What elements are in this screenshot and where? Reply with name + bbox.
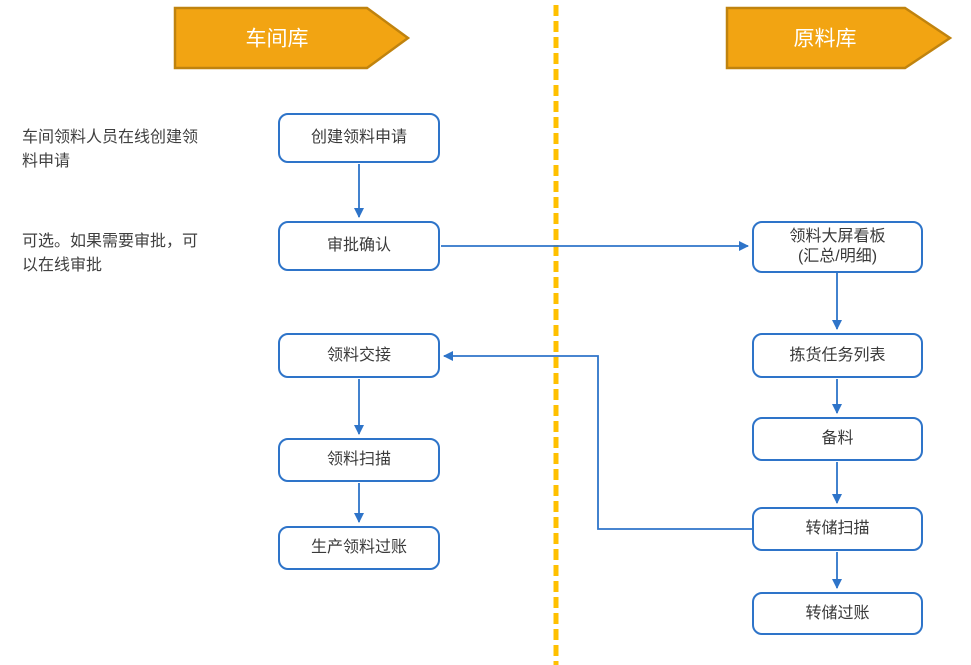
node-transfer-posting: 转储过账 [752,592,923,635]
lane-header-workshop-label: 车间库 [246,28,309,51]
annotation-optional-approval: 可选。如果需要审批，可 以在线审批 [22,233,199,274]
node-production-posting: 生产领料过账 [278,526,440,570]
connector-transferscan-to-handover [443,351,752,530]
lane-header-raw-material: 原料库 [725,6,953,70]
node-material-handover: 领料交接 [278,333,440,378]
node-material-scan: 领料扫描 [278,438,440,482]
node-picking-task-list: 拣货任务列表 [752,333,923,378]
lane-header-workshop-shape [173,6,411,70]
node-approval-confirm: 审批确认 [278,221,440,271]
lane-header-workshop: 车间库 [173,6,411,70]
node-material-prepare: 备料 [752,417,923,461]
node-create-requisition: 创建领料申请 [278,113,440,163]
node-dashboard: 领料大屏看板 (汇总/明细) [752,221,923,273]
lane-header-raw-material-label: 原料库 [794,28,857,51]
node-transfer-scan: 转储扫描 [752,507,923,551]
lane-header-raw-material-shape [725,6,953,70]
annotation-create-requisition: 车间领料人员在线创建领 料申请 [22,129,199,170]
